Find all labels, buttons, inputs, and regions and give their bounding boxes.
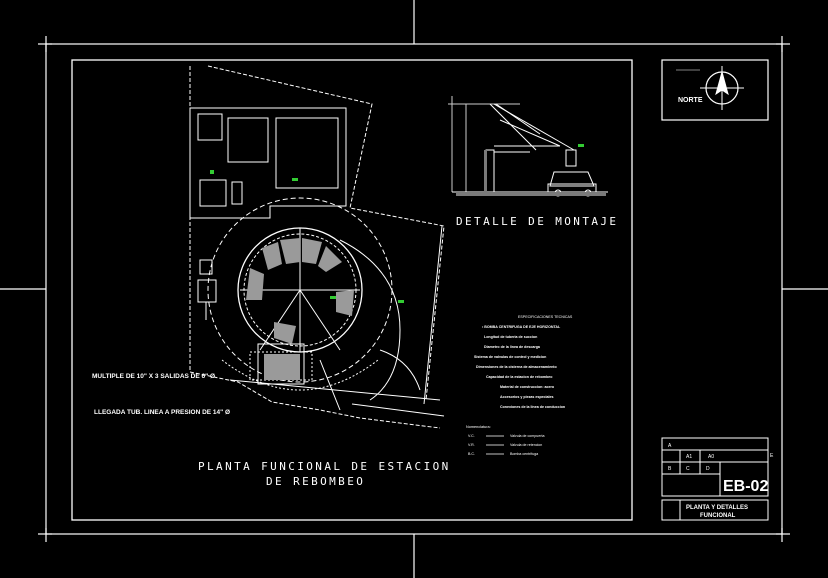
mounting-detail: [448, 96, 608, 197]
notes-line-2: Longitud de tuberia de succion: [484, 335, 537, 339]
title-cell-7: E: [770, 453, 774, 459]
title-cell-6: D: [706, 466, 710, 472]
sheet-title-line2: FUNCIONAL: [700, 513, 736, 519]
sheet-number: EB-02: [723, 478, 768, 495]
drawing-frame: [71, 59, 633, 521]
notes-line-5: Dimensiones de la cisterna de almacenami…: [476, 365, 557, 369]
plan-green-markers: [210, 144, 584, 303]
title-cell-4: B: [668, 466, 672, 472]
title-cell-1: A: [668, 443, 672, 449]
north-label: NORTE: [678, 97, 703, 104]
notes-line-4: Sistema de valvulas de control y medicio…: [474, 355, 546, 359]
tank-hatching: [246, 238, 354, 380]
plan-label-inlet: LLEGADA TUB. LINEA A PRESION DE 14" Ø: [94, 409, 230, 416]
north-block: NORTE: [661, 59, 769, 121]
notes-line-3: Diametro de la linea de descarga: [484, 345, 541, 349]
title-block: [661, 437, 769, 521]
legend-heading: Nomenclatura:: [466, 425, 491, 429]
notes-line-7: Material de construccion: acero: [500, 385, 555, 389]
legend-symbols: [486, 435, 504, 455]
plan-title-line1: PLANTA FUNCIONAL DE ESTACION: [198, 460, 451, 473]
legend-key-3: B.C.: [468, 452, 475, 456]
title-cell-3: A0: [708, 454, 714, 460]
notes-line-9: Conexiones de la linea de conduccion: [500, 405, 565, 409]
notes-line-1: • BOMBA CENTRIFUGA DE EJE HORIZONTAL: [482, 325, 561, 329]
legend-key-1: V.C.: [468, 434, 475, 438]
detail-title: DETALLE DE MONTAJE: [456, 215, 618, 228]
notes-heading: ESPECIFICACIONES TECNICAS: [518, 315, 573, 319]
title-cell-5: C: [686, 466, 690, 472]
title-cell-2: A1: [686, 454, 692, 460]
detail-ground-hatch: [456, 150, 606, 196]
plan-title-line2: DE REBOMBEO: [266, 475, 365, 488]
legend-text-1: Valvula de compuerta: [510, 434, 545, 438]
legend-key-2: V.R.: [468, 443, 475, 447]
notes-line-6: Capacidad de la estacion de rebombeo: [486, 375, 553, 379]
north-arrow-icon: [700, 66, 744, 110]
sheet-title-line1: PLANTA Y DETALLES: [686, 505, 748, 511]
notes-line-8: Accesorios y piezas especiales: [500, 395, 554, 399]
legend-text-2: Valvula de retencion: [510, 443, 542, 447]
legend-text-3: Bomba centrifuga: [510, 452, 538, 456]
plan-label-manifold: MULTIPLE DE 10" X 3 SALIDAS DE 6" Ø: [92, 373, 215, 380]
